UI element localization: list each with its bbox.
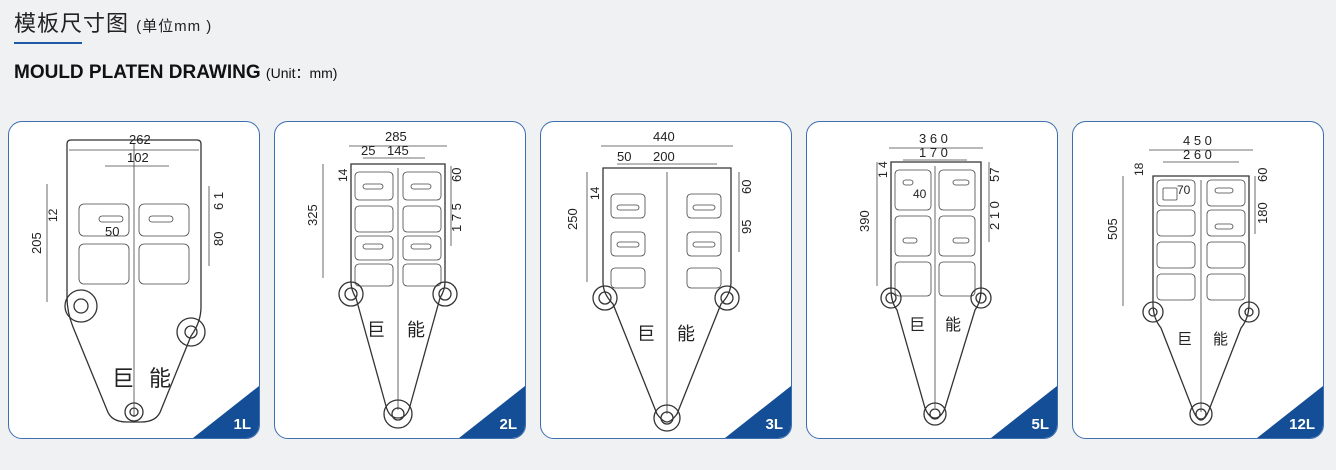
brand-char-ju: 巨 (1177, 330, 1192, 348)
model-label: 12L (1289, 416, 1315, 433)
dim-vertical-1: 60 (739, 180, 754, 194)
dim-height: 390 (857, 210, 872, 232)
card-12l: 巨 能 4 5 0 2 6 0 70 18 505 60 180 12L (1072, 121, 1324, 439)
dim-height: 505 (1105, 218, 1120, 240)
platen-drawing-5l: 巨 能 3 6 0 1 7 0 40 1 4 390 57 2 1 0 (857, 131, 1002, 426)
brand-char-neng: 能 (677, 324, 695, 345)
brand-char-ju: 巨 (637, 324, 655, 345)
brand-char-ju: 巨 (367, 320, 385, 341)
model-label: 5L (1031, 416, 1049, 433)
platen-drawing-2l: 巨 能 285 25 145 14 325 60 1 7 5 (305, 129, 464, 429)
brand-char-neng: 能 (407, 320, 425, 341)
card-5l: 巨 能 3 6 0 1 7 0 40 1 4 390 57 2 1 0 5L (806, 121, 1058, 439)
platen-drawing-1l: 巨 能 262 102 50 12 205 6 1 80 (29, 132, 226, 423)
dim-width: 285 (385, 129, 407, 144)
dim-vertical-1: 57 (987, 168, 1002, 182)
dim-vertical-1: 60 (1255, 168, 1270, 182)
dim-upper: 200 (653, 149, 675, 164)
dim-width: 4 5 0 (1183, 133, 1212, 148)
dim-width: 262 (129, 132, 151, 147)
dim-vertical-1: 6 1 (211, 192, 226, 210)
brand-char-ju: 巨 (909, 315, 925, 334)
title-cn-text: 模板尺寸图 (14, 11, 130, 36)
dim-upper: 145 (387, 143, 409, 158)
dim-left: 50 (617, 149, 631, 164)
dim-slot-height: 14 (336, 168, 350, 182)
platen-drawing-12l: 巨 能 4 5 0 2 6 0 70 18 505 60 180 (1105, 133, 1270, 426)
brand-char-neng: 能 (945, 315, 961, 334)
dim-slot-height: 14 (588, 186, 602, 200)
platen-drawing-3l: 巨 能 440 50 200 14 250 60 95 (565, 129, 754, 432)
dim-vertical-1: 60 (449, 168, 464, 182)
model-label: 3L (765, 416, 783, 433)
dim-slot-height: 1 4 (876, 161, 890, 178)
dim-width: 3 6 0 (919, 131, 948, 146)
title-cn: 模板尺寸图 (单位mm ) (14, 6, 337, 38)
brand-char-ju: 巨 (112, 367, 134, 392)
dim-upper: 1 7 0 (919, 145, 948, 160)
title-en-unit: (Unit：mm) (265, 65, 338, 81)
dim-slot-width: 70 (1177, 183, 1191, 197)
title-en-text: MOULD PLATEN DRAWING (14, 62, 261, 83)
dim-slot-width: 40 (913, 187, 927, 201)
model-label: 1L (233, 416, 251, 433)
dim-width: 440 (653, 129, 675, 144)
dim-vertical-2: 1 7 5 (449, 203, 464, 232)
dim-slot-height: 12 (46, 208, 60, 222)
title-en: MOULD PLATEN DRAWING (Unit：mm) (14, 62, 337, 84)
dim-vertical-2: 80 (211, 232, 226, 246)
page-header: 模板尺寸图 (单位mm ) MOULD PLATEN DRAWING (Unit… (14, 6, 337, 84)
dim-height: 250 (565, 208, 580, 230)
dim-slot-height: 18 (1132, 162, 1146, 176)
model-label: 2L (499, 416, 517, 433)
dim-vertical-2: 180 (1255, 202, 1270, 224)
dim-upper: 102 (127, 150, 149, 165)
dim-height: 205 (29, 232, 44, 254)
title-underline (14, 42, 82, 44)
dim-slot-width: 50 (105, 224, 119, 239)
card-1l: 巨 能 262 102 50 12 205 6 1 80 1L (8, 121, 260, 439)
dim-upper: 2 6 0 (1183, 147, 1212, 162)
card-2l: 巨 能 285 25 145 14 325 60 1 7 5 2L (274, 121, 526, 439)
dim-height: 325 (305, 204, 320, 226)
card-3l: 巨 能 440 50 200 14 250 60 95 3L (540, 121, 792, 439)
brand-char-neng: 能 (149, 367, 171, 392)
title-cn-unit: (单位mm ) (136, 18, 213, 35)
dim-vertical-2: 95 (739, 220, 754, 234)
dim-left: 25 (361, 143, 375, 158)
brand-char-neng: 能 (1213, 330, 1228, 348)
dim-vertical-2: 2 1 0 (987, 201, 1002, 230)
